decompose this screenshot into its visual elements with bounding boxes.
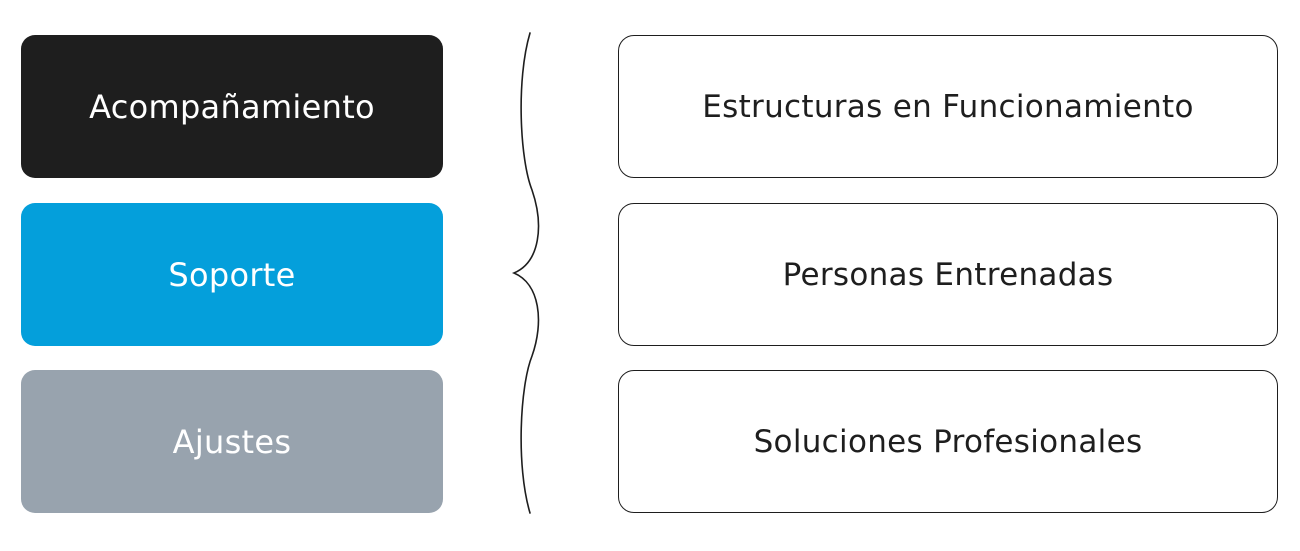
left-box-label: Soporte [168,255,296,294]
left-box-label: Ajustes [172,422,292,461]
right-box-label: Soluciones Profesionales [753,423,1143,460]
left-box-acompanamiento: Acompañamiento [21,35,443,178]
right-box-estructuras: Estructuras en Funcionamiento [618,35,1278,178]
right-box-personas: Personas Entrenadas [618,203,1278,346]
right-box-label: Personas Entrenadas [782,256,1114,293]
curly-brace-connector [511,32,540,514]
right-box-label: Estructuras en Funcionamiento [702,88,1194,125]
left-box-ajustes: Ajustes [21,370,443,513]
left-box-label: Acompañamiento [89,87,375,126]
left-box-soporte: Soporte [21,203,443,346]
right-box-soluciones: Soluciones Profesionales [618,370,1278,513]
